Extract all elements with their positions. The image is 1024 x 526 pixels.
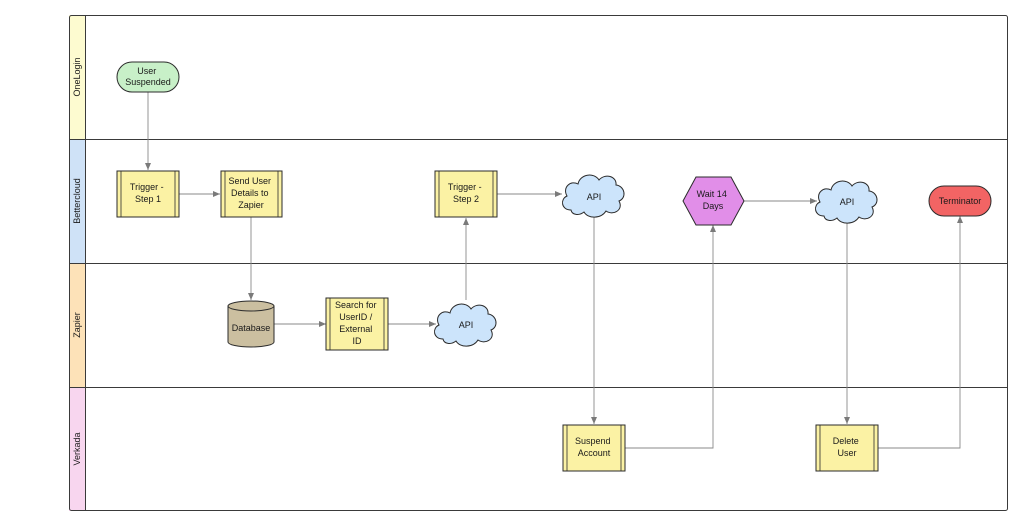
svg-text:Trigger - Step 1: Trigger - Step 1 [130,182,166,204]
node-api-bettercloud-1[interactable]: API [562,174,625,218]
lane-onelogin-label: OneLogin [72,57,82,96]
cloud-icon [815,180,878,224]
terminal-shape [116,61,180,93]
lane-bettercloud-header [69,139,85,263]
lane-zapier-body [85,263,1008,387]
node-label-line: Trigger - [448,182,482,192]
svg-text:Database: Database [232,323,271,333]
node-label-line: Delete [833,436,859,446]
node-delete-user[interactable]: Delete User [815,424,879,472]
node-suspend-account[interactable]: Suspend Account [562,424,626,472]
node-label-line: Send User [228,176,271,186]
process-shape [220,170,283,218]
node-wait-14-days[interactable]: Wait 14 Days [682,176,745,226]
node-label-line: User [837,448,856,458]
node-label-line: Trigger - [130,182,164,192]
node-label-line: Step 2 [453,194,479,204]
cloud-icon [562,174,625,218]
lane-verkada-header [69,387,85,511]
lane-verkada-label: Verkada [72,432,82,465]
lane-onelogin-body [85,15,1008,139]
node-label-line: Account [578,448,611,458]
node-label-line: Wait 14 [697,189,727,199]
node-search-userid[interactable]: Search for UserID / External ID [325,297,389,351]
lane-zapier-label: Zapier [72,312,82,338]
svg-text:API: API [840,197,855,207]
node-label-line: External [339,324,372,334]
svg-text:API: API [587,192,602,202]
node-label-line: UserID / [339,312,373,322]
lane-zapier: Zapier [69,263,1008,387]
node-label-line: Database [232,323,271,333]
node-trigger-step1[interactable]: Trigger - Step 1 [116,170,180,218]
node-label-line: API [459,320,474,330]
svg-text:Send User Details to: Send User Details to Zapier [228,176,273,210]
node-label-line: Zapier [238,200,264,210]
lane-onelogin-header [69,15,85,139]
node-api-zapier[interactable]: API [434,303,497,347]
node-label-line: Step 1 [135,194,161,204]
process-shape [325,297,389,351]
edge-delete-user-to-terminator [878,216,963,449]
node-trigger-step2[interactable]: Trigger - Step 2 [434,170,498,218]
node-user-suspended[interactable]: User Suspended [116,61,180,93]
terminal-shape [928,185,992,217]
process-shape [434,170,498,218]
edge-suspend-account-to-wait-14-days [625,225,716,449]
svg-text:Suspend Account: Suspend Account [575,436,613,458]
svg-text:Delete User: Delete User [833,436,862,458]
node-label-line: Search for [335,300,377,310]
process-shape [562,424,626,472]
cloud-icon [434,303,497,347]
lane-bettercloud-label: Bettercloud [72,178,82,224]
svg-text:Wait 14 Days: Wait 14 Days [697,189,730,211]
node-label-line: Suspended [125,77,171,87]
lane-onelogin: OneLogin [69,15,1008,139]
svg-text:Search for UserID /: Search for UserID / External ID [335,300,379,346]
node-api-bettercloud-2[interactable]: API [815,180,878,224]
svg-text:API: API [459,320,474,330]
svg-text:Trigger - Step 2: Trigger - Step 2 [448,182,484,204]
lane-borders [69,15,1008,511]
node-label-line: API [840,197,855,207]
svg-text:Terminator: Terminator [939,196,982,206]
edges [145,92,963,449]
process-shape [116,170,180,218]
database-icon [227,300,275,348]
hexagon-shape [682,176,745,226]
node-database[interactable]: Database [227,300,275,348]
svg-text:User Suspended: User Suspended [125,66,171,87]
node-label-line: API [587,192,602,202]
node-label-line: Suspend [575,436,611,446]
node-send-user-details[interactable]: Send User Details to Zapier [220,170,283,218]
process-shape [815,424,879,472]
node-label-line: Details to [231,188,269,198]
node-label-line: Terminator [939,196,982,206]
node-label-line: ID [353,336,363,346]
node-terminator[interactable]: Terminator [928,185,992,217]
node-label-line: User [137,66,156,76]
node-label-line: Days [703,201,724,211]
lane-zapier-header [69,263,85,387]
